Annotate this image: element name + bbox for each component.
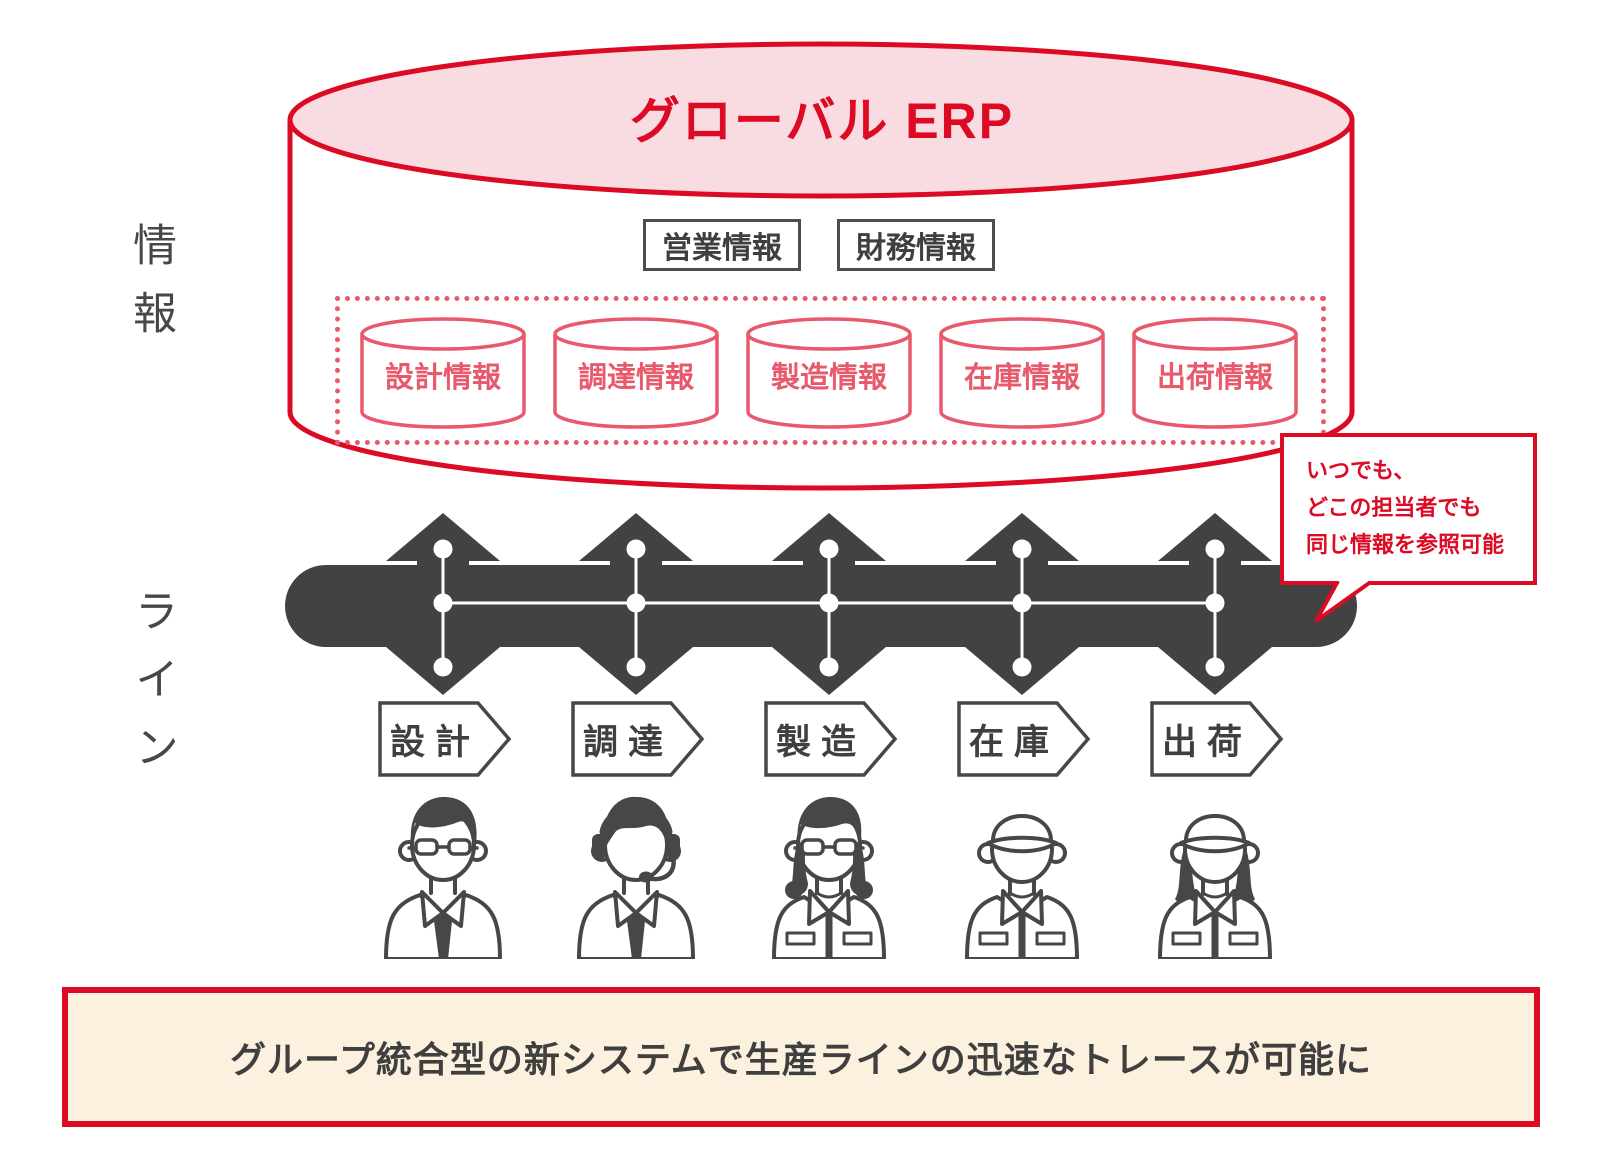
step-manufacturing-label: 製造 — [775, 722, 866, 762]
db-design: 設計情報 — [358, 317, 528, 429]
database-icon — [553, 317, 719, 429]
callout-bubble: いつでも、 どこの担当者でも 同じ情報を参照可能 — [1280, 433, 1537, 585]
db-manufacturing-label: 製造情報 — [770, 362, 887, 394]
side-label-information: 情報 — [126, 222, 175, 358]
step-manufacturing: 製造 — [763, 700, 899, 778]
db-shipping-label: 出荷情報 — [1156, 362, 1273, 394]
callout-line-2: どこの担当者でも — [1306, 495, 1482, 520]
factory-woman-glasses-icon — [772, 797, 886, 959]
step-shipping-label: 出荷 — [1161, 722, 1252, 762]
sales-info-label: 営業情報 — [662, 232, 782, 265]
chevron-shape — [764, 701, 898, 777]
db-shipping: 出荷情報 — [1130, 317, 1300, 429]
sales-info-box: 営業情報 — [643, 219, 801, 271]
database-icon — [939, 317, 1105, 429]
db-design-label: 設計情報 — [384, 362, 501, 394]
database-icon — [360, 317, 526, 429]
chevron-shape — [571, 701, 705, 777]
summary-banner-text: グループ統合型の新システムで生産ラインの迅速なトレースが可能に — [230, 1039, 1372, 1080]
callout-tail — [1314, 581, 1374, 623]
operator-headset-icon — [577, 796, 695, 959]
step-procurement-label: 調達 — [582, 722, 673, 762]
callout-line-3: 同じ情報を参照可能 — [1306, 532, 1505, 557]
step-inventory-label: 在庫 — [968, 722, 1059, 762]
summary-banner: グループ統合型の新システムで生産ラインの迅速なトレースが可能に — [62, 987, 1540, 1127]
step-shipping: 出荷 — [1149, 700, 1285, 778]
erp-title: グローバル ERP — [629, 93, 1015, 149]
shipping-woman-cap-icon — [1158, 814, 1272, 959]
db-inventory-label: 在庫情報 — [963, 362, 1080, 394]
db-procurement-label: 調達情報 — [577, 362, 694, 394]
db-procurement: 調達情報 — [551, 317, 721, 429]
callout-line-1: いつでも、 — [1306, 458, 1416, 483]
finance-info-label: 財務情報 — [856, 232, 976, 265]
step-design: 設計 — [377, 700, 513, 778]
database-icon — [1132, 317, 1298, 429]
chevron-shape — [957, 701, 1091, 777]
designer-man-glasses-icon — [384, 797, 502, 959]
step-design-label: 設計 — [389, 722, 480, 762]
side-label-line: ライン — [128, 588, 177, 792]
db-inventory: 在庫情報 — [937, 317, 1107, 429]
step-inventory: 在庫 — [956, 700, 1092, 778]
warehouse-man-cap-icon — [965, 814, 1079, 959]
database-group-region — [335, 296, 1326, 445]
chevron-shape — [1150, 701, 1284, 777]
step-procurement: 調達 — [570, 700, 706, 778]
finance-info-box: 財務情報 — [837, 219, 995, 271]
db-manufacturing: 製造情報 — [744, 317, 914, 429]
database-icon — [746, 317, 912, 429]
data-bus-arrows — [285, 513, 1357, 695]
chevron-shape — [378, 701, 512, 777]
